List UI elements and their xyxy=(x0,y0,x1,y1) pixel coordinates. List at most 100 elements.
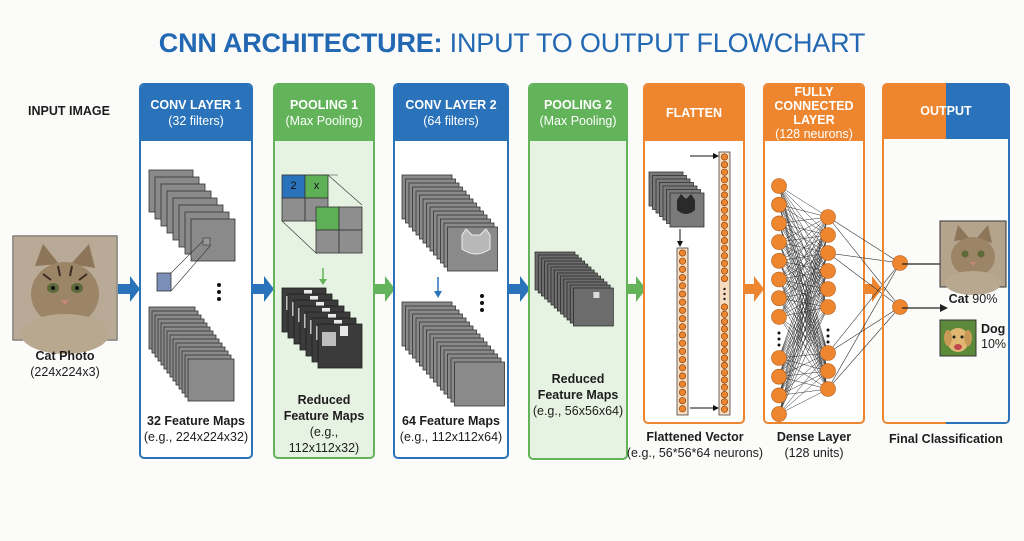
neuron xyxy=(678,331,686,339)
neuron xyxy=(771,309,787,325)
flatten-caption-title: Flattened Vector xyxy=(646,430,744,444)
cat-edge-map xyxy=(461,228,491,255)
output-class-dog-label: Dog xyxy=(981,322,1006,336)
stage-fc: FULLY CONNECTED LAYER (128 neurons) xyxy=(763,83,865,424)
neuron xyxy=(678,380,686,388)
output-cat-photo-icon xyxy=(939,220,1007,295)
feature-map xyxy=(187,358,235,402)
stage-pool1-header: POOLING 1 (Max Pooling) xyxy=(275,85,373,141)
neuron xyxy=(678,323,686,331)
ellipsis-dot xyxy=(777,343,781,347)
neuron xyxy=(721,361,729,369)
down-arrow-icon xyxy=(319,268,327,285)
neuron xyxy=(721,318,729,326)
feature-map xyxy=(454,361,505,407)
neuron xyxy=(721,405,729,413)
neuron xyxy=(771,350,787,366)
stage-output-header: OUTPUT xyxy=(882,83,1010,139)
title-bold: CNN ARCHITECTURE: xyxy=(158,28,443,58)
neuron xyxy=(678,388,686,396)
neuron xyxy=(771,368,787,385)
stage-pool2-subtitle: (Max Pooling) xyxy=(539,114,617,128)
neuron xyxy=(721,161,729,169)
pool1-caption-line1: Reduced xyxy=(297,393,351,407)
pool-grid-value-1: 2 xyxy=(290,180,297,192)
max-pooling-grid-icon xyxy=(281,174,363,254)
stage-conv2-subtitle: (64 filters) xyxy=(423,114,479,128)
stage-pool1: POOLING 1 (Max Pooling) xyxy=(273,83,375,459)
ellipsis-dot xyxy=(217,283,221,287)
neuron xyxy=(721,340,729,348)
neuron xyxy=(721,383,729,391)
neuron xyxy=(678,274,686,282)
ellipsis-dot xyxy=(480,294,484,298)
title-rest: INPUT TO OUTPUT FLOWCHART xyxy=(449,28,866,58)
output-caption-title: Final Classification xyxy=(889,432,1003,446)
ellipsis-dot xyxy=(826,334,830,338)
flatten-vector-icon xyxy=(648,151,731,416)
output-class-dog: Dog 10% xyxy=(981,322,1006,352)
ellipsis-dot xyxy=(777,337,781,341)
neuron xyxy=(678,265,686,273)
conv2-caption-detail: (e.g., 112x112x64) xyxy=(399,430,503,444)
ellipsis-dot xyxy=(723,287,726,291)
neuron xyxy=(678,364,686,372)
stage-fc-header: FULLY CONNECTED LAYER (128 neurons) xyxy=(765,85,863,141)
stage-pool2-header: POOLING 2 (Max Pooling) xyxy=(530,85,626,141)
neuron xyxy=(678,405,686,413)
neuron xyxy=(678,315,686,323)
output-caption: Final Classification xyxy=(882,431,1010,447)
neuron xyxy=(820,363,836,379)
neuron xyxy=(678,306,686,314)
input-label: INPUT IMAGE xyxy=(28,104,110,118)
neuron xyxy=(771,387,787,404)
neuron xyxy=(721,214,729,222)
neuron xyxy=(721,229,729,237)
arrow-input-to-conv1 xyxy=(118,276,140,302)
ellipsis-dot xyxy=(777,331,781,335)
neuron xyxy=(721,310,729,318)
neuron xyxy=(721,391,729,399)
stage-conv1-subtitle: (32 filters) xyxy=(168,114,224,128)
neuron xyxy=(820,299,836,315)
stage-pool2-title: POOLING 2 xyxy=(543,98,613,112)
ellipsis-dot xyxy=(826,328,830,332)
pool1-caption-detail: (e.g., 112x112x32) xyxy=(288,425,360,455)
input-caption-dims: (224x224x3) xyxy=(30,365,100,379)
diagram-title: CNN ARCHITECTURE: INPUT TO OUTPUT FLOWCH… xyxy=(0,28,1024,59)
neuron xyxy=(820,345,836,361)
ellipsis-dot xyxy=(217,297,221,301)
neuron xyxy=(721,369,729,377)
filter-kernel xyxy=(156,272,172,292)
arrow-pool2-to-flatten xyxy=(624,276,646,302)
stage-pool1-subtitle: (Max Pooling) xyxy=(285,114,363,128)
pool2-caption: Reduced Feature Maps (e.g., 56x56x64) xyxy=(528,371,628,419)
output-class-cat-prob: 90% xyxy=(972,292,998,306)
flatten-caption-detail: (e.g., 56*56*64 neurons) xyxy=(626,446,764,460)
dense-network-icon xyxy=(771,178,908,422)
feature-map xyxy=(190,218,236,262)
arrow-fc-to-output xyxy=(860,276,882,302)
arrow-pool1-to-conv2 xyxy=(373,276,395,302)
pool2-caption-detail: (e.g., 56x56x64) xyxy=(532,404,624,418)
stage-conv1-header: CONV LAYER 1 (32 filters) xyxy=(141,85,251,141)
neuron xyxy=(721,206,729,214)
neuron xyxy=(678,347,686,355)
neuron xyxy=(721,199,729,207)
stage-output-title: OUTPUT xyxy=(920,104,972,118)
output-class-dog-prob: 10% xyxy=(981,337,1007,351)
neuron xyxy=(771,253,787,269)
neuron xyxy=(721,221,729,229)
stage-conv2-title: CONV LAYER 2 xyxy=(405,98,497,112)
connections xyxy=(778,185,901,415)
neuron xyxy=(721,259,729,267)
ellipsis-dot xyxy=(723,297,726,301)
neuron xyxy=(678,290,686,298)
neuron xyxy=(721,354,729,362)
neuron xyxy=(771,290,787,306)
pool2-caption-line1: Reduced xyxy=(551,372,605,386)
stage-pool1-title: POOLING 1 xyxy=(289,98,359,112)
fc-caption-detail: (128 units) xyxy=(784,446,844,460)
neuron xyxy=(820,263,836,279)
neuron xyxy=(721,168,729,176)
